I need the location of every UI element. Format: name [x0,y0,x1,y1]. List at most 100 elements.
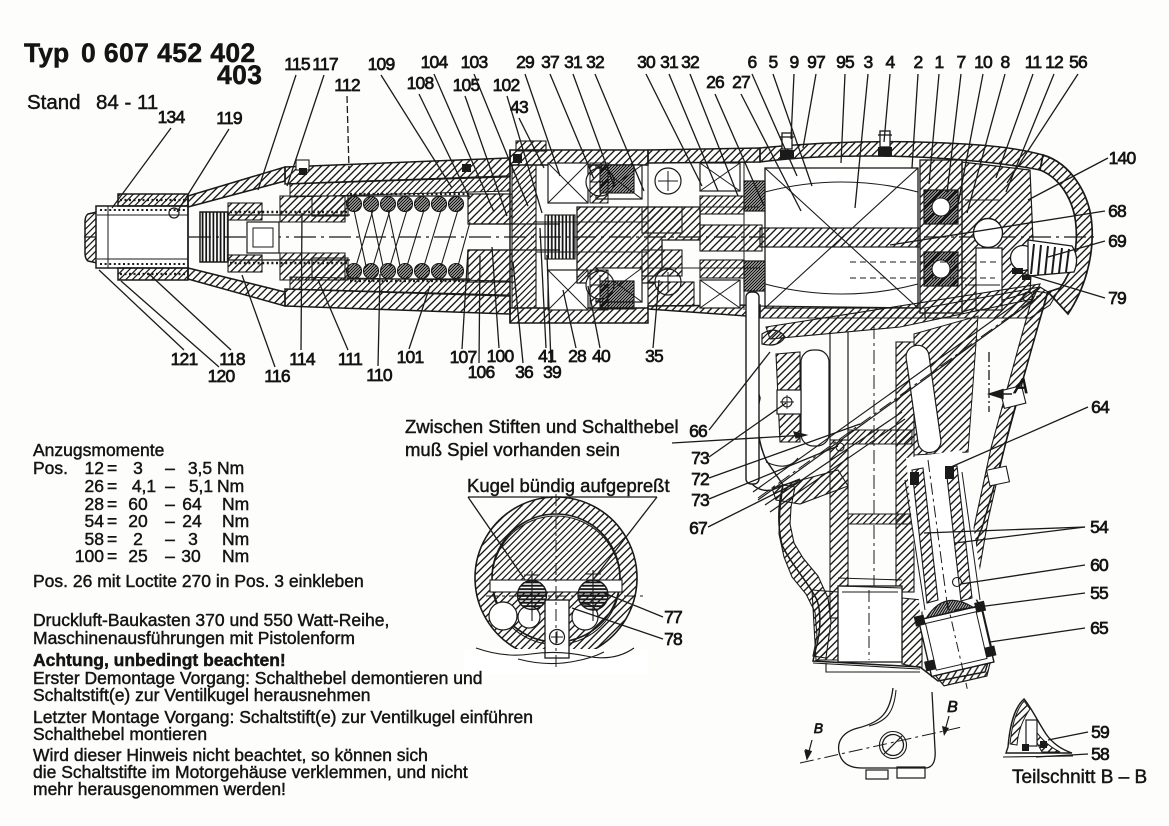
svg-text:58: 58 [1091,744,1109,764]
svg-text:–: – [165,546,175,566]
svg-text:108: 108 [407,73,434,93]
svg-text:120: 120 [208,366,236,386]
svg-text:11: 11 [1025,52,1042,72]
svg-text:140: 140 [1109,148,1137,168]
svg-text:24: 24 [182,511,202,531]
svg-text:10: 10 [974,52,993,72]
svg-text:5,1: 5,1 [189,476,213,496]
svg-text:28: 28 [85,494,104,514]
svg-text:114: 114 [289,349,316,369]
svg-text:69: 69 [1108,231,1126,251]
svg-text:103: 103 [461,52,488,72]
svg-text:Schalthebel montieren: Schalthebel montieren [33,724,207,744]
svg-text:102: 102 [493,75,520,95]
svg-text:Nm: Nm [217,476,244,496]
svg-text:=: = [107,546,117,566]
svg-text:Kugel bündig aufgepreßt: Kugel bündig aufgepreßt [467,475,670,496]
svg-text:Nm: Nm [222,529,249,549]
svg-text:111: 111 [338,349,362,369]
svg-text:97: 97 [807,52,825,72]
svg-text:36: 36 [515,362,533,382]
svg-text:79: 79 [1108,288,1126,308]
svg-text:Letzter Montage Vorgang: Schal: Letzter Montage Vorgang: Schaltstift(e) … [33,707,533,727]
svg-text:–: – [165,494,175,514]
svg-text:Pos. 26 mit Loctite 270 in Pos: Pos. 26 mit Loctite 270 in Pos. 3 einkle… [33,571,364,591]
svg-text:20: 20 [128,511,148,531]
svg-text:119: 119 [216,108,242,128]
svg-text:60: 60 [128,494,148,514]
svg-text:28: 28 [568,346,586,366]
svg-text:43: 43 [510,97,528,117]
svg-text:Typ: Typ [24,38,69,68]
svg-text:112: 112 [334,75,360,95]
svg-text:134: 134 [158,107,186,127]
svg-text:Wird dieser Hinweis nicht beac: Wird dieser Hinweis nicht beachtet, so k… [33,745,428,765]
svg-text:–: – [165,476,175,496]
svg-text:0 607 452 402: 0 607 452 402 [81,38,256,68]
svg-text:Anzugsmomente: Anzugsmomente [33,440,164,460]
svg-text:Erster Demontage Vorgang: Scha: Erster Demontage Vorgang: Schalthebel de… [33,668,482,688]
svg-text:die Schaltstifte im Motorgehäu: die Schaltstifte im Motorgehäuse verklem… [33,762,468,782]
svg-text:4,1: 4,1 [132,476,156,496]
svg-text:3: 3 [188,529,198,549]
svg-text:7: 7 [957,52,966,72]
svg-text:78: 78 [664,629,682,649]
svg-text:118: 118 [219,349,245,369]
svg-text:66: 66 [689,421,707,441]
svg-text:105: 105 [453,75,480,95]
svg-text:55: 55 [1090,583,1108,603]
svg-text:73: 73 [691,448,709,468]
svg-text:=: = [107,511,117,531]
svg-text:39: 39 [543,362,561,382]
svg-text:Nm: Nm [222,494,249,514]
svg-text:=: = [107,458,117,478]
svg-text:107: 107 [450,347,477,367]
svg-text:30: 30 [637,52,656,72]
svg-text:=: = [107,529,117,549]
svg-text:Nm: Nm [222,546,249,566]
svg-text:Nm: Nm [222,511,249,531]
svg-text:–: – [165,458,175,478]
svg-text:Maschinenausführungen mit Pist: Maschinenausführungen mit Pistolenform [33,628,355,648]
svg-text:1: 1 [935,52,944,72]
svg-text:41: 41 [538,346,556,366]
svg-text:12: 12 [85,458,104,478]
svg-text:26: 26 [706,72,724,92]
svg-text:100: 100 [75,546,104,566]
svg-text:95: 95 [836,52,854,72]
svg-text:115: 115 [284,54,310,74]
svg-text:Zwischen Stiften und Schaltheb: Zwischen Stiften und Schalthebel [405,416,679,437]
svg-text:Teilschnitt B – B: Teilschnitt B – B [1012,767,1147,788]
svg-text:54: 54 [1090,517,1109,537]
svg-text:26: 26 [85,476,104,496]
svg-text:muß Spiel vorhanden sein: muß Spiel vorhanden sein [405,439,620,460]
svg-text:77: 77 [664,607,682,627]
svg-text:3: 3 [133,458,143,478]
svg-text:35: 35 [645,346,663,366]
svg-text:Schaltstift(e) zur Ventilkugel: Schaltstift(e) zur Ventilkugel herausneh… [33,685,371,705]
svg-text:25: 25 [128,546,147,566]
svg-text:31: 31 [564,52,582,72]
svg-text:5: 5 [769,52,778,72]
svg-text:mehr herausgenommen werden!: mehr herausgenommen werden! [33,779,286,799]
svg-text:3: 3 [864,52,873,72]
svg-text:109: 109 [368,54,395,74]
svg-text:72: 72 [691,469,709,489]
svg-text:64: 64 [1091,397,1110,417]
svg-text:110: 110 [366,365,393,385]
svg-text:Nm: Nm [217,458,244,478]
svg-text:403: 403 [217,60,262,90]
svg-text:32: 32 [586,52,604,72]
svg-text:B: B [814,720,823,736]
svg-text:101: 101 [397,347,424,367]
svg-text:100: 100 [487,346,515,366]
svg-text:73: 73 [691,490,709,510]
svg-text:54: 54 [85,511,105,531]
svg-text:–: – [165,529,175,549]
svg-text:31: 31 [660,52,678,72]
svg-text:56: 56 [1069,52,1087,72]
svg-text:Achtung, unbedingt beachten!: Achtung, unbedingt beachten! [33,650,286,670]
svg-text:2: 2 [133,529,143,549]
svg-text:Druckluft-Baukasten 370 und 55: Druckluft-Baukasten 370 und 550 Watt-Rei… [33,610,389,630]
svg-text:84 - 11: 84 - 11 [96,91,158,114]
